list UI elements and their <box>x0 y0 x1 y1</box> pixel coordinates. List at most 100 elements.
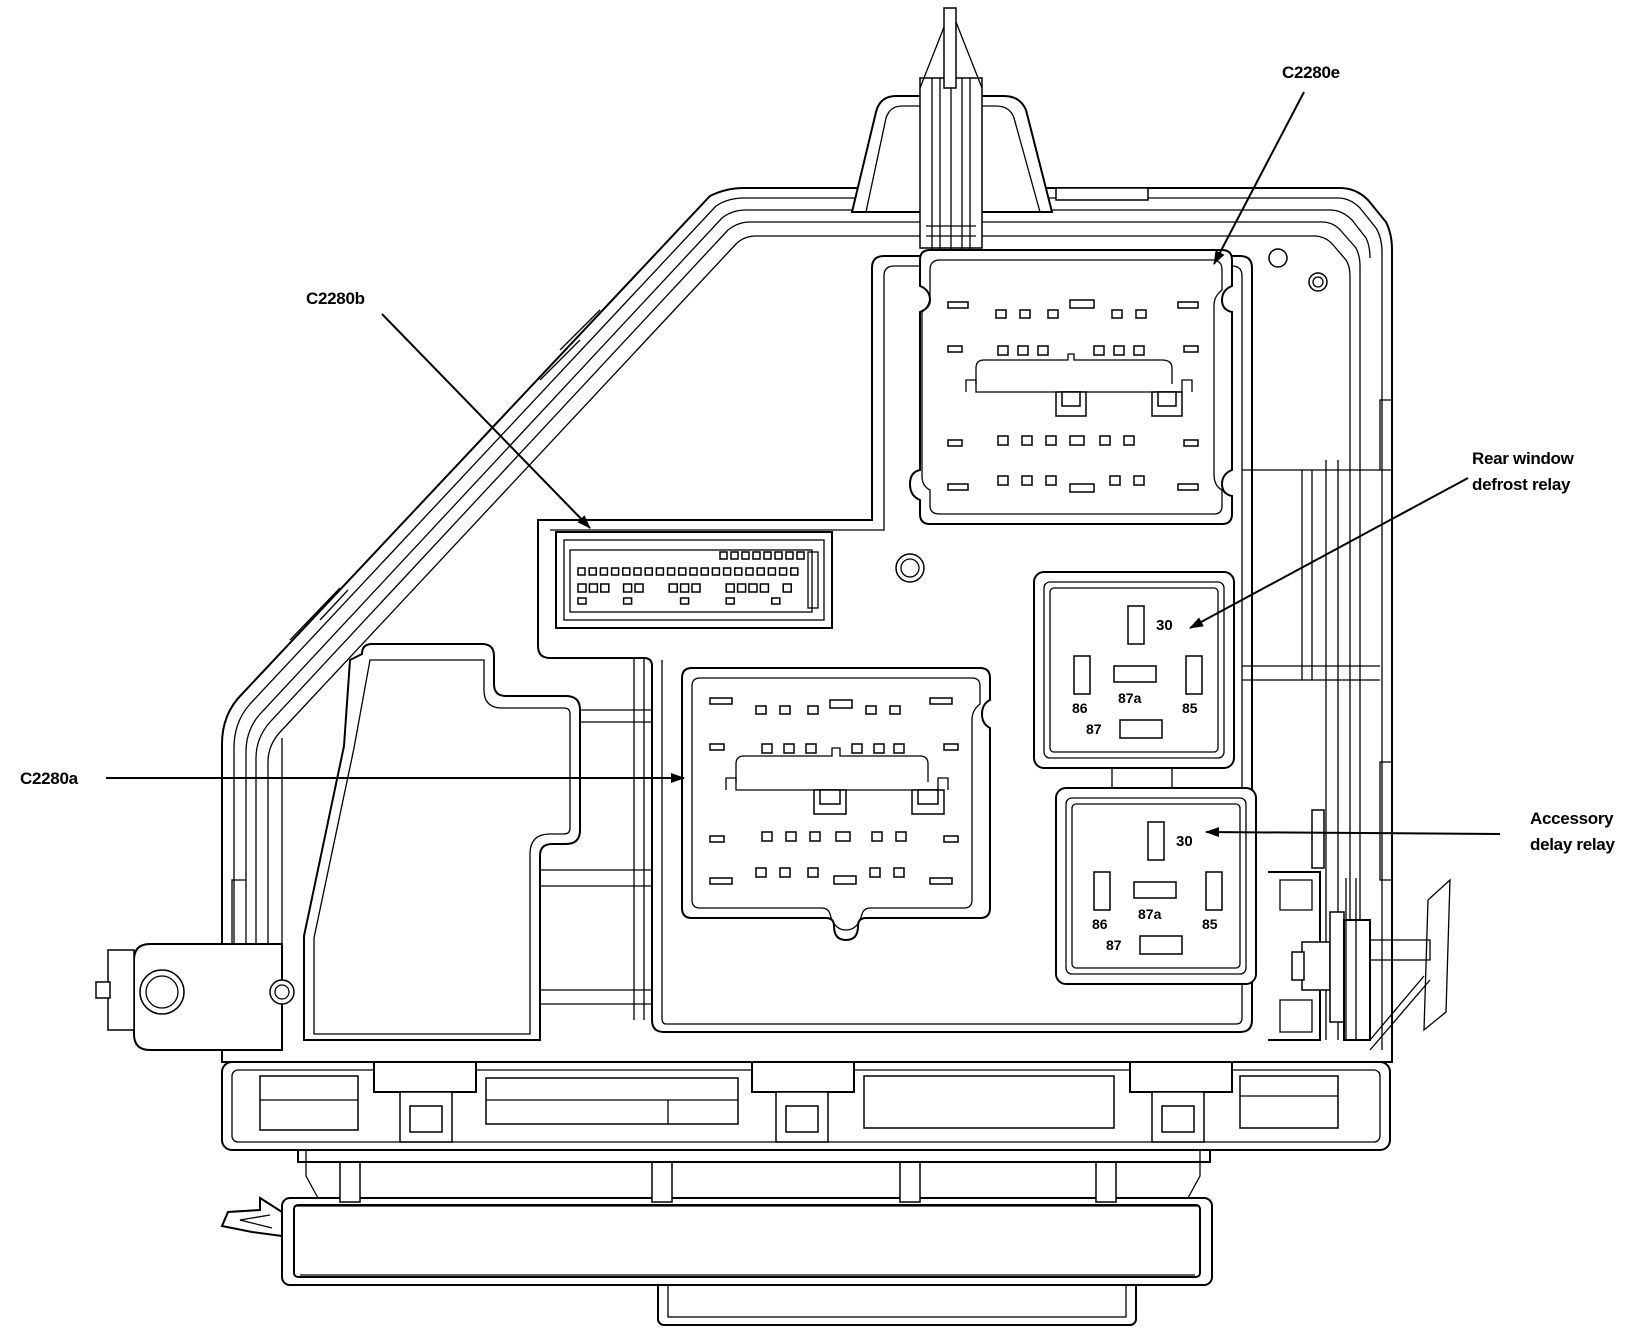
callout-arrow-c2280b <box>381 313 591 529</box>
connector-cavity <box>761 831 773 842</box>
right-bracket <box>1268 809 1451 1051</box>
connector-cavity <box>947 345 963 353</box>
connector-cavity <box>889 705 901 715</box>
c2280e-pin-grid <box>947 299 1199 493</box>
relay-terminal-30 <box>1127 605 1145 645</box>
connector-cavity <box>1069 483 1095 493</box>
connector-cavity <box>995 309 1007 319</box>
connector-cavity <box>725 597 735 605</box>
connector-cavity <box>668 583 678 593</box>
connector-cavity <box>711 567 721 576</box>
connector-cavity <box>774 551 783 560</box>
mounting-ear <box>95 943 295 1051</box>
connector-cavity <box>1019 309 1031 319</box>
connector-cavity <box>759 583 770 593</box>
connector-cavity <box>779 867 791 878</box>
callout-arrow-acc-relay <box>1205 827 1501 838</box>
callout-arrow-rear-relay <box>1189 477 1469 629</box>
relay-terminal-85 <box>1185 655 1203 695</box>
connector-cavity <box>679 597 690 605</box>
relay-terminal-87a <box>1113 665 1157 683</box>
relay-terminal-30 <box>1147 821 1165 861</box>
connector-cavity <box>691 583 701 593</box>
connector-cavity <box>1133 345 1145 356</box>
connector-cavity <box>929 877 953 885</box>
connector-cavity <box>761 743 773 754</box>
connector-cavity <box>1183 439 1199 447</box>
rear-relay-pin-85-label: 85 <box>1182 700 1198 716</box>
connector-cavity <box>577 597 587 605</box>
connector-cavity <box>778 567 788 576</box>
relay-accessory-delay: 30 86 87a 85 87 <box>1055 787 1257 985</box>
connector-cavity <box>943 835 959 843</box>
callout-arrow-c2280e <box>1213 91 1305 265</box>
connector-cavity <box>577 583 587 593</box>
connector-cavity <box>1099 435 1111 446</box>
connector-cavity <box>1045 475 1057 486</box>
connector-cavity <box>622 583 633 593</box>
rear-relay-pin-87a-label: 87a <box>1118 690 1142 706</box>
connector-cavity <box>1045 435 1057 446</box>
connector-cavity <box>755 867 767 878</box>
connector-cavity <box>1135 309 1147 319</box>
connector-cavity <box>947 483 969 491</box>
connector-cavity <box>943 743 959 751</box>
connector-cavity <box>734 567 743 576</box>
connector-cavity <box>1109 475 1121 486</box>
connector-cavity <box>1111 309 1123 319</box>
connector-cavity <box>779 705 791 715</box>
acc-relay-pin-87-label: 87 <box>1106 937 1122 953</box>
connector-cavity <box>756 567 765 576</box>
connector-cavity <box>666 567 676 576</box>
rear-relay-pin-30-label: 30 <box>1156 617 1173 634</box>
c2280a-pin-grid <box>709 697 959 885</box>
connector-cavity <box>1177 483 1199 491</box>
connector-cavity <box>785 831 797 842</box>
top-connector-tower <box>850 7 1054 250</box>
connector-cavity <box>644 567 653 576</box>
relay-rear-window-defrost: 30 86 87a 85 87 <box>1033 571 1235 769</box>
connector-cavity <box>700 567 709 576</box>
acc-relay-pin-85-label: 85 <box>1202 916 1218 932</box>
callout-c2280e: C2280e <box>1282 63 1340 82</box>
connector-cavity <box>679 583 690 593</box>
connector-cavity <box>634 583 644 593</box>
connector-cavity <box>835 831 851 842</box>
relay-terminal-85 <box>1205 871 1223 911</box>
connector-cavity <box>748 583 758 593</box>
connector-cavity <box>600 583 610 593</box>
connector-cavity <box>997 435 1009 446</box>
connector-cavity <box>752 551 761 560</box>
rear-relay-pin-86-label: 86 <box>1072 700 1088 716</box>
connector-cavity <box>767 567 777 576</box>
connector-cavity <box>871 831 883 842</box>
connector-cavity <box>678 567 687 576</box>
connector-cavity <box>1069 435 1085 446</box>
connector-cavity <box>895 831 907 842</box>
callout-rear-relay-line2: defrost relay <box>1472 475 1571 494</box>
rear-relay-pin-87-label: 87 <box>1086 721 1102 737</box>
connector-cavity <box>655 567 665 576</box>
connector-cavity <box>851 743 863 754</box>
connector-cavity <box>893 867 905 878</box>
connector-cavity <box>622 597 633 605</box>
connector-cavity <box>588 583 599 593</box>
housing-base <box>220 1061 1391 1326</box>
c2280b-pin-grid <box>577 551 805 605</box>
connector-cavity <box>997 475 1009 486</box>
connector-cavity <box>741 551 750 560</box>
connector-cavity <box>709 877 733 885</box>
connector-cavity <box>947 439 963 447</box>
connector-cavity <box>1113 345 1125 356</box>
connector-cavity <box>893 743 905 754</box>
connector-cavity <box>805 743 817 754</box>
callout-acc-relay-line2: delay relay <box>1530 835 1615 854</box>
callout-c2280b: C2280b <box>306 289 365 308</box>
connector-cavity <box>783 743 795 754</box>
connector-cavity <box>719 551 728 560</box>
relay-terminal-87 <box>1139 935 1183 955</box>
connector-cavity <box>809 831 821 842</box>
connector-cavity <box>763 551 772 560</box>
left-block <box>303 643 652 1041</box>
